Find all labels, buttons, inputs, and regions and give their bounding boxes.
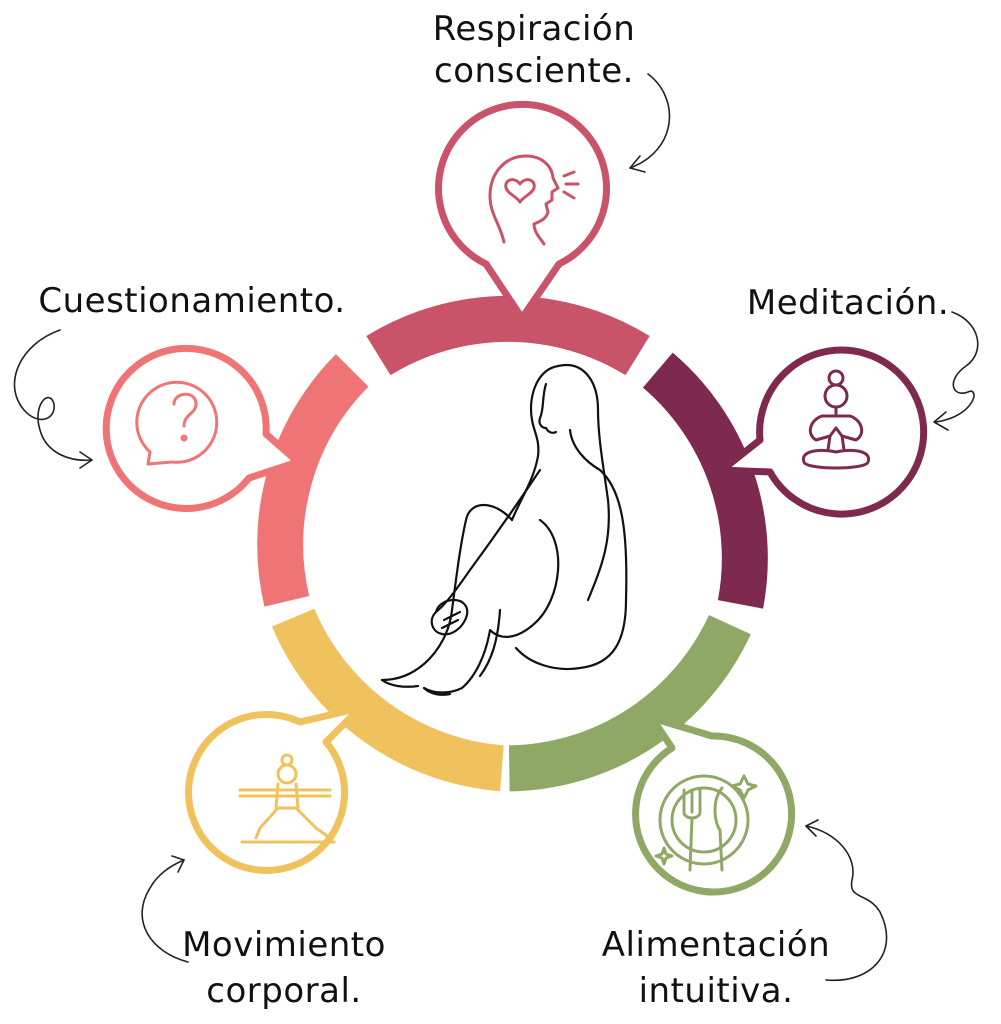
arrow-respiracion (629, 73, 671, 173)
question-bubble-icon (135, 380, 219, 466)
label-meditacion: Meditación. (747, 283, 949, 323)
breathing-head-icon (488, 154, 580, 246)
bubble-meditacion (718, 346, 928, 518)
label-movimiento-line1: Movimiento (182, 925, 386, 965)
meditation-pose-icon (801, 369, 871, 470)
label-alimentacion-line2: intuitiva. (639, 971, 794, 1011)
plate-cutlery-icon (654, 774, 758, 872)
arrow-movimiento (141, 855, 189, 963)
ring-segment-respiracion (366, 295, 650, 376)
label-alimentacion-line1: Alimentación (602, 925, 830, 965)
seated-woman-illustration (380, 363, 628, 696)
label-respiracion-line2: consciente. (434, 51, 634, 91)
bubble-movimiento (185, 704, 364, 874)
ring-segment-movimiento (271, 608, 505, 792)
label-respiracion-line1: Respiración (433, 9, 636, 49)
arrow-meditacion (933, 311, 979, 431)
bubble-respiracion (435, 100, 610, 322)
yoga-warrior-icon (238, 753, 336, 844)
bubble-cuestionamiento (102, 344, 302, 512)
arrow-alimentacion (805, 819, 888, 982)
ring-segment-meditacion (642, 352, 768, 609)
ring-segment-alimentacion (508, 614, 751, 792)
arrow-cuestionamiento (13, 329, 93, 469)
ring (257, 295, 768, 792)
label-movimiento-line2: corporal. (206, 971, 361, 1011)
bubble-alimentacion (632, 714, 796, 896)
ring-segment-cuestionamiento (257, 354, 369, 607)
label-cuestionamiento: Cuestionamiento. (38, 281, 345, 321)
